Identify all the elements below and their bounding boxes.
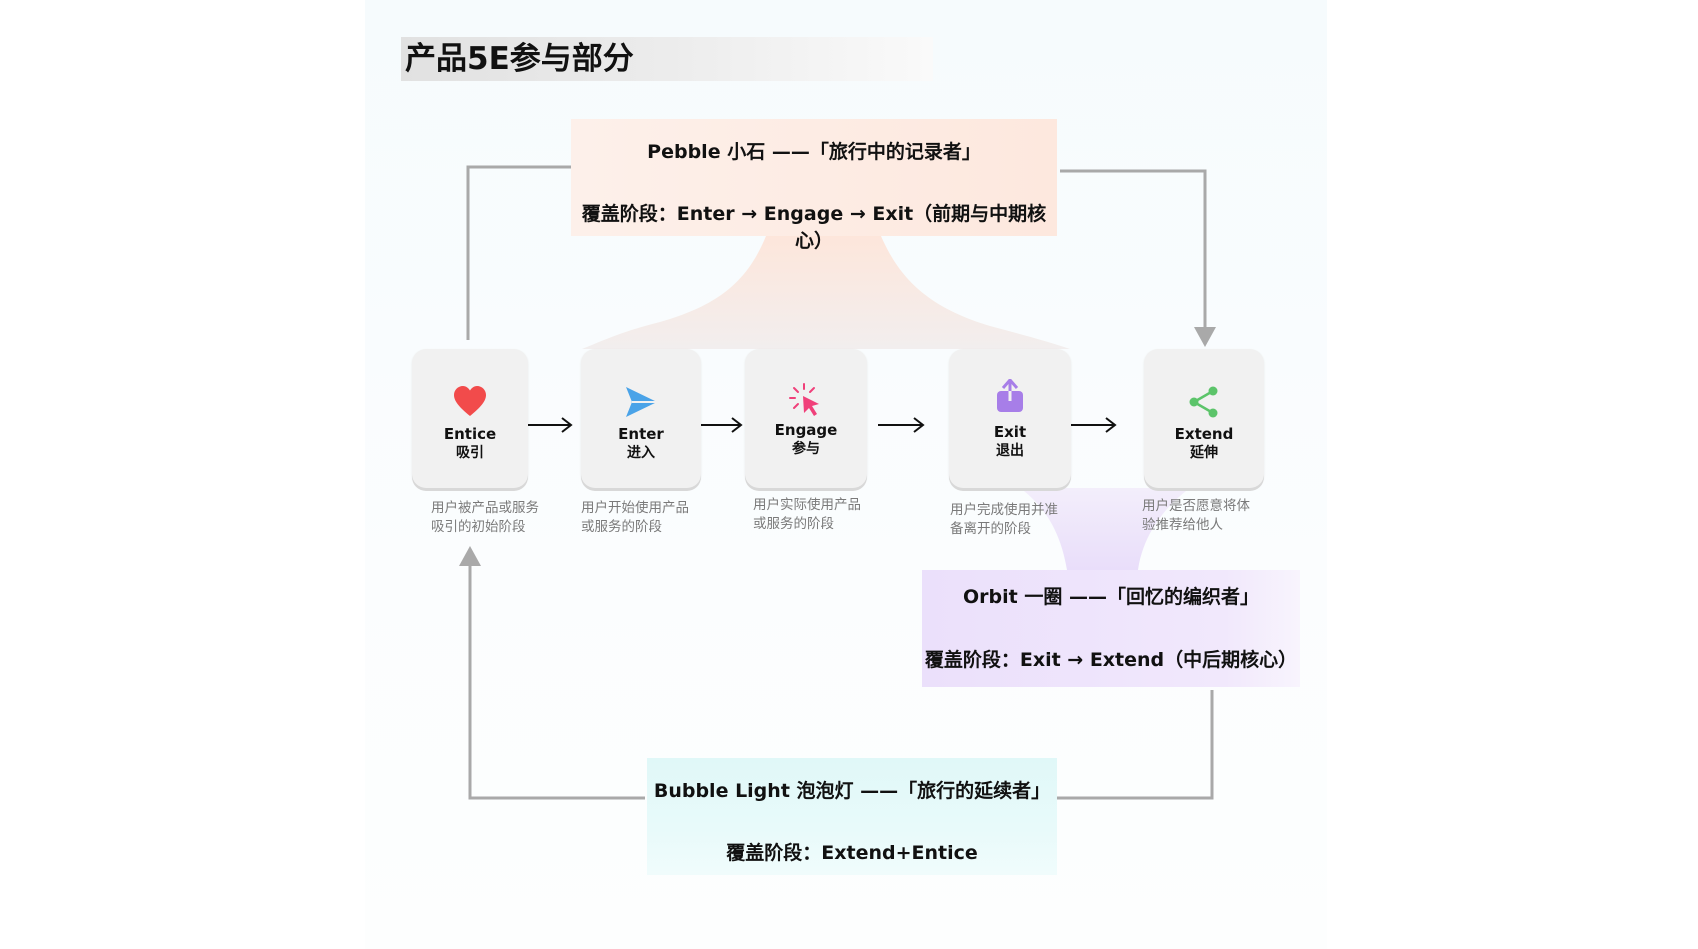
share-out-icon: [997, 379, 1023, 412]
page-title: 产品5E参与部分: [401, 37, 933, 81]
orbit-coverage: 覆盖阶段：Exit → Extend（中后期核心）: [924, 649, 1298, 671]
stage-desc-line: 用户是否愿意将体: [1142, 498, 1250, 514]
stage-desc-line: 备离开的阶段: [950, 521, 1031, 537]
stage-name: Extend: [1174, 425, 1234, 443]
connector-orbit-bubble: [1040, 690, 1214, 800]
pebble-box: Pebble 小石 ——「旅行中的记录者」 覆盖阶段：Enter → Engag…: [571, 119, 1057, 252]
connector-entice-pebble: [466, 165, 575, 340]
stage-cn: 延伸: [1190, 445, 1218, 461]
stage-desc-line: 用户完成使用并准: [950, 502, 1058, 518]
stage-desc-entice: 用户被产品或服务 吸引的初始阶段: [431, 499, 571, 537]
stage-desc-line: 验推荐给他人: [1142, 517, 1223, 533]
stage-desc-line: 或服务的阶段: [581, 519, 662, 535]
arrowhead-extend: [1194, 327, 1216, 347]
share-nodes-icon: [1189, 386, 1218, 418]
stage-name: Engage: [774, 421, 838, 439]
stage-card-entice: Entice 吸引: [412, 349, 528, 488]
bubble-name: Bubble Light 泡泡灯 ——「旅行的延续者」: [653, 780, 1051, 802]
stage-card-enter: Enter 进入: [581, 349, 701, 488]
stage-desc-exit: 用户完成使用并准 备离开的阶段: [950, 501, 1090, 539]
stage-card-extend: Extend 延伸: [1144, 349, 1264, 488]
stage-card-engage: Engage 参与: [745, 349, 867, 488]
paper-plane-icon: [626, 387, 657, 417]
bubble-box: Bubble Light 泡泡灯 ——「旅行的延续者」 覆盖阶段：Extend+…: [647, 758, 1057, 875]
pebble-name: Pebble 小石 ——「旅行中的记录者」: [647, 141, 981, 163]
stage-cn: 参与: [792, 441, 820, 457]
stage-cn: 进入: [627, 445, 655, 461]
stage-name: Enter: [618, 425, 664, 443]
pebble-funnel: [582, 236, 1070, 349]
stage-name: Entice: [443, 425, 497, 443]
orbit-name: Orbit 一圈 ——「回忆的编织者」: [963, 586, 1259, 608]
cursor-click-icon: [789, 383, 819, 416]
bubble-coverage: 覆盖阶段：Extend+Entice: [726, 842, 978, 864]
pebble-coverage: 覆盖阶段：Enter → Engage → Exit（前期与中期核心）: [581, 203, 1047, 252]
connector-bubble-entice: [468, 560, 645, 800]
stage-desc-extend: 用户是否愿意将体 验推荐给他人: [1142, 497, 1282, 535]
stage-desc-line: 用户被产品或服务: [431, 500, 539, 516]
stage-desc-line: 用户开始使用产品: [581, 500, 689, 516]
connector-pebble-extend: [1060, 169, 1207, 330]
heart-icon: [454, 386, 486, 416]
orbit-box: Orbit 一圈 ——「回忆的编织者」 覆盖阶段：Exit → Extend（中…: [922, 570, 1300, 687]
stage-desc-line: 用户实际使用产品: [753, 497, 861, 513]
stage-arrows: [528, 417, 1117, 433]
stage-card-exit: Exit 退出: [949, 349, 1071, 488]
arrowhead-entice: [459, 546, 481, 566]
stage-desc-line: 吸引的初始阶段: [431, 519, 526, 535]
stage-desc-enter: 用户开始使用产品 或服务的阶段: [581, 499, 721, 537]
stage-desc-engage: 用户实际使用产品 或服务的阶段: [753, 496, 893, 534]
stage-name: Exit: [993, 423, 1027, 441]
orbit-funnel: [1020, 488, 1190, 570]
stage-desc-line: 或服务的阶段: [753, 516, 834, 532]
stage-cn: 退出: [996, 443, 1024, 459]
stage-cn: 吸引: [456, 445, 484, 461]
